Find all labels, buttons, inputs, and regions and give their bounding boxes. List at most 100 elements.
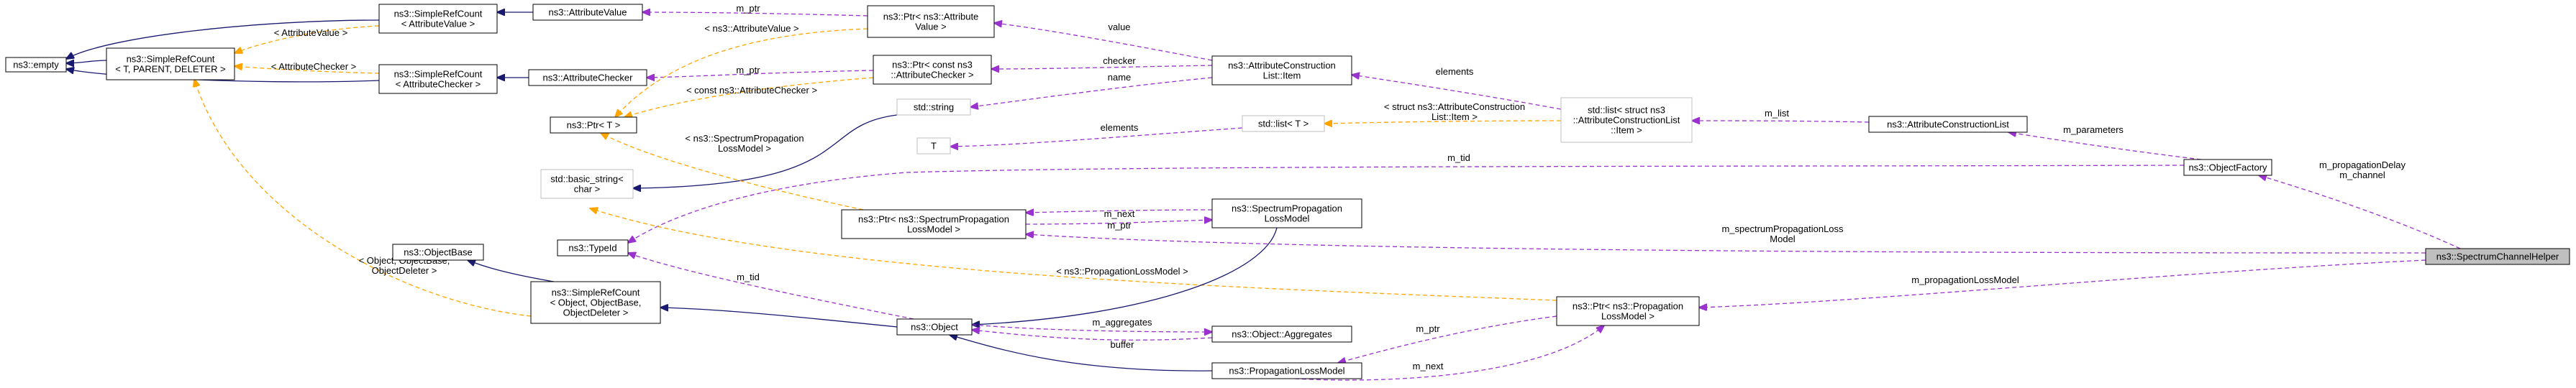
edge-line — [624, 77, 874, 117]
class-node-object[interactable]: ns3::Object — [896, 318, 973, 336]
edge-line — [972, 227, 1278, 325]
node-box — [530, 281, 661, 324]
node-label: ns3::Ptr< ns3::Attribute — [883, 11, 979, 22]
edge-objfactory-to-acl: m_parameters — [2008, 124, 2202, 160]
node-box — [106, 47, 235, 80]
edge-label: List::Item > — [1432, 111, 1478, 122]
node-box — [1211, 198, 1362, 228]
class-node-ptr-t[interactable]: ns3::Ptr< T > — [550, 116, 637, 134]
edge-label: m_next — [1104, 208, 1135, 219]
edge-acl-to-stdlist_item: m_list — [1692, 108, 1870, 122]
class-node-aclitem[interactable]: ns3::AttributeConstructionList::Item — [1211, 55, 1352, 86]
edge-object-to-src_obj — [660, 308, 898, 328]
class-node-ptr-splm[interactable]: ns3::Ptr< ns3::SpectrumPropagationLossMo… — [841, 209, 1027, 239]
node-box — [841, 209, 1027, 239]
class-node-T: T — [916, 137, 951, 154]
edge-label: m_tid — [1447, 152, 1470, 163]
edge-line — [971, 324, 1212, 332]
edge-label: m_tid — [737, 272, 760, 282]
node-box — [2183, 159, 2272, 176]
edge-line — [1324, 121, 1562, 124]
node-label: T — [931, 141, 937, 152]
node-label: ns3::TypeId — [568, 243, 616, 254]
class-node-typeid[interactable]: ns3::TypeId — [557, 239, 629, 257]
node-box — [916, 137, 951, 154]
class-node-ptr-ac[interactable]: ns3::Ptr< const ns3::AttributeChecker > — [873, 55, 992, 85]
node-box — [557, 239, 629, 257]
node-box — [532, 4, 643, 21]
edge-object-to-aggregates: m_aggregates — [971, 317, 1212, 332]
class-node-src-av[interactable]: ns3::SimpleRefCount< AttributeValue > — [378, 4, 498, 34]
edge-aclitem-to-ptr_ac: checker — [991, 55, 1213, 69]
edge-aggregates-to-object: buffer — [972, 330, 1213, 350]
class-node-empty[interactable]: ns3::empty — [5, 57, 67, 73]
class-node-attrchk[interactable]: ns3::AttributeChecker — [528, 69, 647, 86]
edge-line — [950, 335, 1213, 371]
class-node-ptr-plm[interactable]: ns3::Ptr< ns3::PropagationLossModel > — [1556, 296, 1700, 326]
node-box — [540, 169, 634, 199]
edge-line — [633, 114, 898, 188]
edge-label: LossModel > — [718, 143, 771, 154]
edge-line — [235, 25, 380, 53]
class-node-stdstring: std::string — [896, 98, 971, 116]
class-node-objfactory[interactable]: ns3::ObjectFactory — [2183, 159, 2272, 176]
edge-sch-to-ptr_plm: m_propagationLossModel — [1699, 259, 2426, 308]
node-box — [1560, 97, 1693, 143]
node-label: ns3::AttributeConstructionList — [1887, 119, 2009, 130]
edge-label: < AttributeChecker > — [271, 61, 357, 72]
class-node-plm[interactable]: ns3::PropagationLossModel — [1211, 362, 1362, 379]
node-label: List::Item — [1263, 70, 1301, 81]
class-node-src-obj[interactable]: ns3::SimpleRefCount< Object, ObjectBase,… — [530, 281, 661, 324]
edge-ptr_t-to-ptr_av: < ns3::AttributeValue > — [615, 23, 868, 117]
node-label: ns3::Ptr< T > — [567, 120, 621, 131]
node-label: ns3::empty — [13, 60, 59, 70]
edge-label: m_aggregates — [1092, 317, 1152, 328]
node-label: < AttributeValue > — [401, 19, 475, 29]
node-label: ObjectDeleter > — [563, 308, 629, 318]
class-node-stdlist-item: std::list< struct ns3::AttributeConstruc… — [1560, 97, 1693, 143]
node-label: ns3::AttributeConstruction — [1228, 60, 1336, 71]
nodes: ns3::empty ns3::SimpleRefCount< T, PARENT… — [5, 4, 2570, 379]
class-node-sch: ns3::SpectrumChannelHelper — [2425, 248, 2570, 265]
edges: < AttributeValue > < AttributeChecker > m_… — [66, 3, 2461, 381]
node-label: ns3::SimpleRefCount — [127, 54, 215, 65]
edge-label: m_propagationLossModel — [1911, 274, 2019, 285]
node-label: ::AttributeConstructionList — [1573, 115, 1680, 126]
node-box — [1556, 296, 1700, 326]
edge-line — [1026, 234, 2426, 254]
edge-stdlist_t-to-T: elements — [950, 122, 1243, 147]
class-node-acl[interactable]: ns3::AttributeConstructionList — [1868, 116, 2028, 133]
edge-label: elements — [1101, 122, 1139, 133]
edge-line — [2259, 175, 2461, 249]
edge-line — [994, 23, 1213, 61]
class-node-ptr-av[interactable]: ns3::Ptr< ns3::AttributeValue > — [867, 5, 995, 38]
edge-label: m_list — [1765, 108, 1789, 119]
node-label: ns3::Ptr< ns3::Propagation — [1573, 301, 1683, 312]
edge-line — [1025, 220, 1212, 225]
edge-src_tpd-to-src_ac: < AttributeChecker > — [235, 61, 380, 74]
edge-label: m_ptr — [736, 3, 760, 14]
class-node-src-tpd[interactable]: ns3::SimpleRefCount< T, PARENT, DELETER … — [106, 47, 235, 80]
class-node-src-ac[interactable]: ns3::SimpleRefCount< AttributeChecker > — [378, 64, 498, 94]
edge-plm-to-object — [950, 335, 1213, 371]
node-label: ns3::SpectrumPropagation — [1232, 203, 1342, 214]
edge-label: < const ns3::AttributeChecker > — [686, 85, 817, 96]
class-node-aggregates[interactable]: ns3::Object::Aggregates — [1211, 325, 1352, 343]
node-box — [378, 64, 498, 94]
edge-line — [660, 308, 898, 328]
edge-line — [972, 330, 1213, 341]
edge-src_av-to-empty — [66, 19, 380, 59]
class-node-attrval[interactable]: ns3::AttributeValue — [532, 4, 643, 21]
node-box — [2425, 248, 2570, 265]
node-label: ns3::SimpleRefCount — [552, 287, 640, 298]
class-node-objbase[interactable]: ns3::ObjectBase — [392, 244, 484, 261]
node-label: std::list< struct ns3 — [1588, 105, 1665, 116]
edge-ptr_t-to-ptr_ac: < const ns3::AttributeChecker > — [624, 77, 874, 117]
edge-line — [468, 260, 555, 282]
edge-line — [991, 65, 1213, 69]
node-label: ns3::ObjectFactory — [2188, 162, 2267, 173]
